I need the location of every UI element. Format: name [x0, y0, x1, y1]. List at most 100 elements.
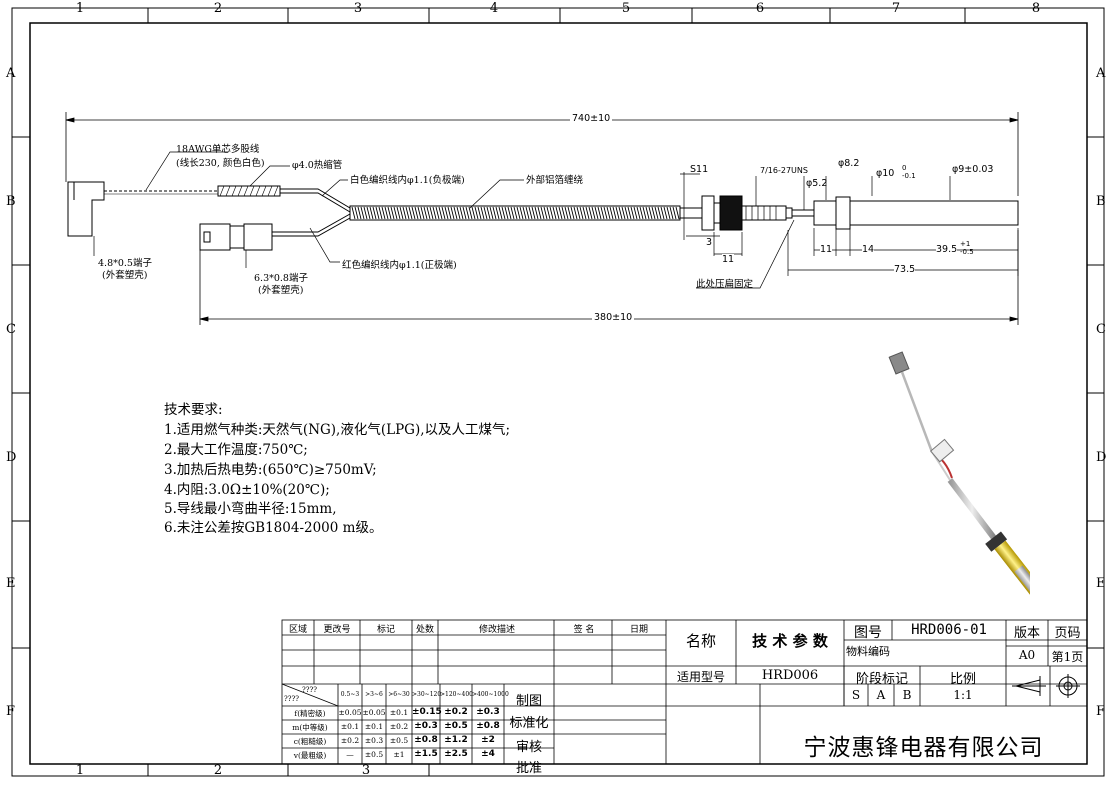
rev-header-description: 修改描述	[478, 625, 515, 635]
signoff-drawn: 制图	[515, 694, 542, 709]
range-6: >400~1000	[472, 691, 509, 698]
crimp-note: 此处压扁固定	[696, 279, 754, 290]
tolerance-corner-top: ????	[302, 686, 318, 694]
drawing-no: HRD006-01	[911, 622, 987, 638]
requirement-item-4: 4.内阻:3.0Ω±10%(20℃);	[164, 482, 330, 498]
length-14: 14	[862, 244, 875, 255]
material-code-label: 物料编码	[846, 645, 890, 658]
version-value: A0	[1018, 648, 1036, 662]
length-73-5: 73.5	[894, 264, 916, 275]
zone-row-c: C	[6, 322, 16, 337]
diameter-10-tol-lower: -0.1	[902, 172, 916, 180]
rev-header-change-no: 更改号	[323, 625, 351, 635]
tol-row-f-2: ±0.05	[362, 708, 386, 717]
zone-column-5: 5	[621, 1, 631, 16]
scale-label: 比例	[949, 672, 976, 687]
diameter-10-tol-upper: 0	[902, 164, 907, 172]
version-label: 版本	[1013, 626, 1040, 641]
thread-label: 7/16-27UNS	[760, 166, 808, 175]
requirement-item-5: 5.导线最小弯曲半径:15mm,	[164, 501, 337, 517]
terminal-2-label: 6.3*0.8端子	[254, 273, 308, 284]
diameter-8-2: φ8.2	[838, 158, 860, 169]
range-4: >30~120	[412, 691, 442, 698]
zone-column-1-bottom: 1	[75, 763, 85, 778]
zone-row-d: D	[6, 450, 17, 465]
tolerance-corner-bottom: ????	[284, 695, 300, 703]
requirement-item-1: 1.适用燃气种类:天然气(NG),液化气(LPG),以及人工煤气;	[164, 422, 511, 438]
sensor-3d-illustration	[888, 351, 1030, 597]
diameter-5-2: φ5.2	[806, 178, 828, 189]
braid-label: 外部铝箔缠绕	[526, 175, 584, 186]
inner-length-dim: 380±10	[592, 312, 635, 323]
zone-column-2-bottom: 2	[213, 763, 223, 778]
zone-row-a: A	[6, 66, 16, 81]
tol-row-m-4: ±0.3	[414, 721, 438, 731]
tol-row-v-6: ±4	[481, 749, 495, 759]
zone-row-a-right: A	[1096, 66, 1106, 81]
tol-row-v-1: —	[346, 750, 354, 759]
rev-header-date: 日期	[629, 625, 648, 635]
range-5: >120~400	[440, 691, 473, 698]
tol-row-c-3: ±0.5	[389, 736, 409, 745]
length-11: 11	[820, 244, 833, 255]
wire-length-label: (线长230, 颜色白色)	[176, 158, 265, 169]
tol-row-v-4: ±1.5	[414, 749, 438, 759]
zone-column-1: 1	[75, 1, 85, 16]
tol-row-v-3: ±1	[393, 750, 405, 759]
tol-row-m-label: m(中等级)	[292, 723, 328, 732]
length-11-fitting: 11	[722, 254, 735, 265]
requirement-item-6: 6.未注公差按GB1804-2000 m级。	[164, 520, 383, 536]
tol-row-c-5: ±1.2	[444, 735, 468, 745]
tol-row-m-3: ±0.2	[389, 722, 409, 731]
zone-row-c-right: C	[1096, 322, 1106, 337]
zone-column-7: 7	[891, 1, 901, 16]
tol-row-f-4: ±0.15	[412, 707, 442, 717]
page-value: 第1页	[1051, 650, 1084, 664]
model-label: 适用型号	[676, 670, 725, 684]
terminal-1-label: 4.8*0.5端子	[98, 258, 152, 269]
zone-column-3: 3	[353, 1, 363, 16]
stage-a: A	[876, 688, 886, 702]
model-value: HRD006	[761, 668, 819, 683]
length-39-5-tol-upper: +1	[960, 240, 971, 248]
zone-column-3-bottom: 3	[361, 763, 371, 778]
tol-row-v-label: v(最粗级)	[293, 751, 327, 760]
tol-row-c-4: ±0.8	[414, 735, 438, 745]
tol-row-m-2: ±0.1	[364, 722, 384, 731]
wire-spec-label: 18AWG单芯多股线	[176, 144, 260, 155]
zone-row-f-right: F	[1096, 704, 1106, 719]
rev-header-count: 处数	[415, 625, 434, 635]
tol-row-v-2: ±0.5	[364, 750, 384, 759]
tol-row-m-6: ±0.8	[476, 721, 500, 731]
tol-row-c-6: ±2	[481, 735, 495, 745]
tol-row-f-5: ±0.2	[444, 707, 468, 717]
terminal-1-housing: (外套塑壳)	[102, 270, 148, 281]
diameter-9: φ9±0.03	[952, 164, 994, 175]
tol-row-f-3: ±0.1	[389, 708, 409, 717]
stage-label: 阶段标记	[855, 672, 908, 687]
tol-row-v-5: ±2.5	[444, 749, 468, 759]
tol-row-m-5: ±0.5	[444, 721, 468, 731]
tol-row-m-1: ±0.1	[340, 722, 360, 731]
requirement-item-2: 2.最大工作温度:750℃;	[164, 442, 308, 458]
tol-row-c-label: c(粗糙级)	[293, 737, 327, 746]
signoff-review: 审核	[515, 740, 542, 755]
company-name: 宁波惠锋电器有限公司	[803, 735, 1044, 761]
scale-value: 1:1	[953, 688, 973, 702]
zone-column-6: 6	[755, 1, 765, 16]
overall-length-dim: 740±10	[570, 113, 613, 124]
zone-column-2: 2	[213, 1, 223, 16]
terminal-2-housing: (外套塑壳)	[258, 285, 304, 296]
range-3: >6~30	[388, 691, 410, 698]
rev-header-zone: 区域	[288, 625, 307, 635]
length-39-5-tol-lower: -0.5	[960, 248, 974, 256]
tol-row-f-1: ±0.05	[338, 708, 362, 717]
length-39-5: 39.5	[936, 244, 958, 255]
stage-s: S	[851, 688, 861, 702]
zone-row-e-right: E	[1096, 576, 1106, 591]
drawing-no-label: 图号	[854, 625, 882, 641]
signoff-approve: 批准	[515, 761, 542, 776]
tol-row-f-6: ±0.3	[476, 707, 500, 717]
signoff-standardization: 标准化	[509, 716, 549, 731]
